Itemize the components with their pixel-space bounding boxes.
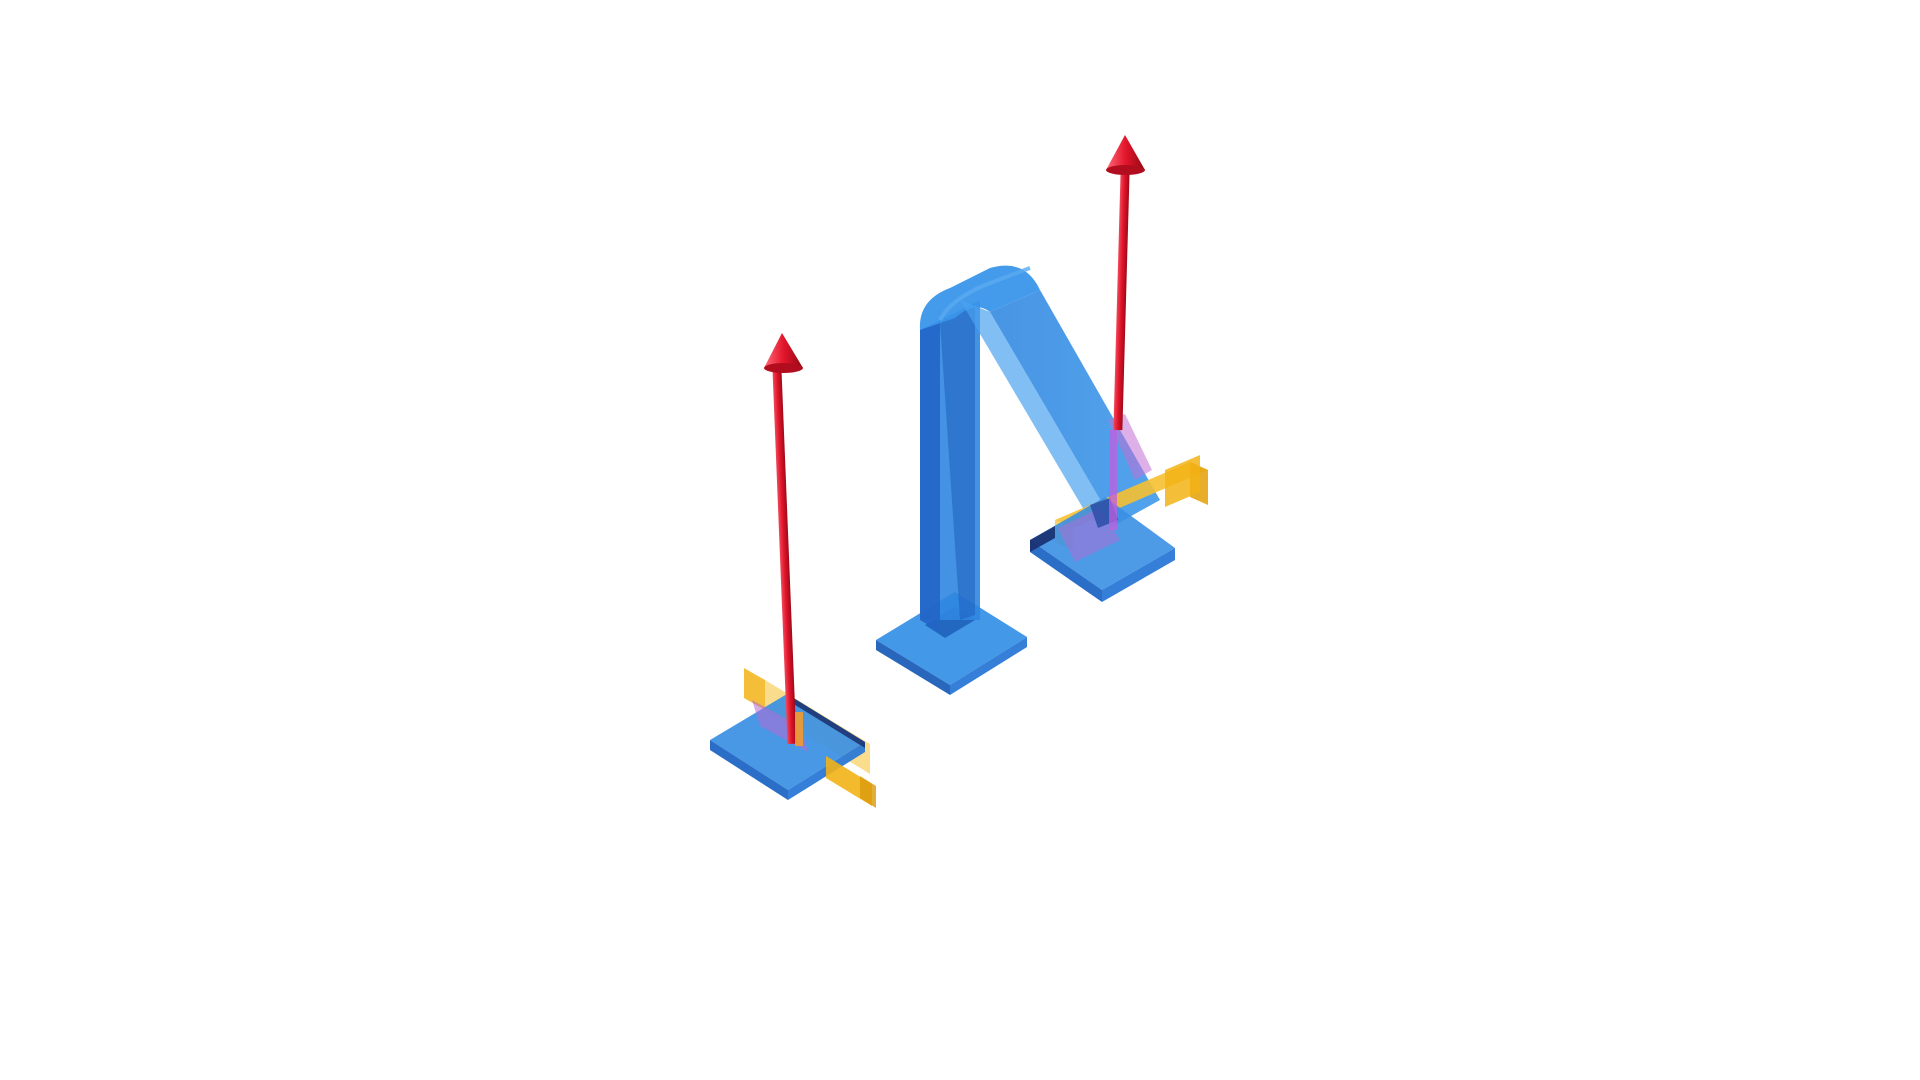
- bent-bracket: [919, 265, 1160, 632]
- left-red-arrow: [764, 333, 803, 746]
- left-assembly: [710, 333, 876, 808]
- right-red-arrow: [1106, 135, 1145, 530]
- right-assembly: [1030, 135, 1208, 602]
- right-pad: [1030, 497, 1175, 602]
- left-yellow-plate-front: [826, 756, 876, 808]
